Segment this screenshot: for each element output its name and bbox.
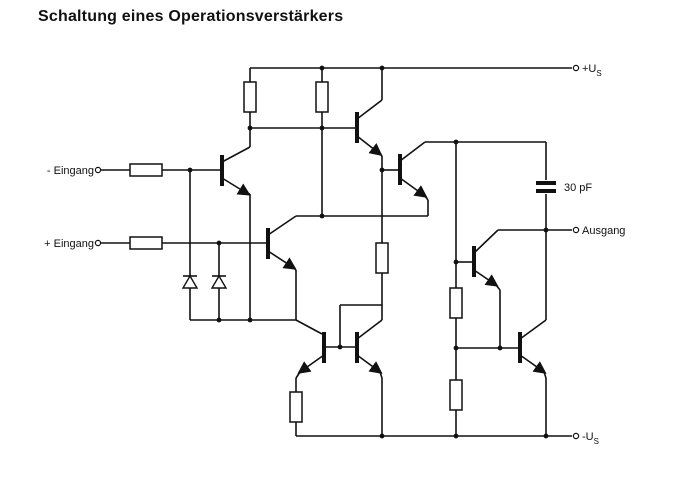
negative-supply-rail: -US: [296, 431, 599, 446]
plus-input-resistor: [129, 236, 163, 250]
positive-supply-terminal: [572, 64, 580, 72]
svg-text:+US: +US: [582, 63, 602, 78]
minus-input: - Eingang: [47, 163, 220, 177]
positive-supply-rail: +US: [250, 63, 602, 78]
minus-input-label: - Eingang: [47, 165, 94, 177]
output-resistor-2: [449, 379, 463, 411]
input-transistor-plus: [266, 215, 322, 320]
diode-icon: [210, 274, 228, 289]
output-terminal: [572, 226, 580, 234]
collector-resistor-2: [315, 81, 329, 113]
bias-resistor: [339, 242, 389, 347]
protection-diodes: [181, 170, 296, 323]
stage2-transistor: [355, 65, 398, 243]
input-transistor-minus: [220, 128, 251, 320]
output-label: Ausgang: [582, 225, 625, 237]
compensation-capacitor: [536, 181, 556, 193]
collector-resistor-1: [243, 81, 257, 113]
svg-text:-US: -US: [582, 431, 599, 446]
plus-input-label: + Eingang: [44, 238, 94, 250]
minus-input-resistor: [129, 163, 163, 177]
positive-supply-label: +U: [582, 63, 596, 75]
driver-transistor: [322, 141, 456, 217]
mirror-resistor: [289, 391, 303, 423]
capacitor-label: 30 pF: [564, 182, 592, 194]
output-stage: 30 pF Ausgang: [449, 139, 625, 439]
plus-input: + Eingang: [44, 236, 266, 250]
negative-supply-terminal: [572, 432, 580, 440]
bias-resistor-body: [375, 242, 389, 274]
negative-supply-label: -U: [582, 431, 594, 443]
plus-input-terminal: [94, 239, 102, 247]
positive-supply-subscript: S: [596, 69, 601, 78]
diode-icon: [181, 274, 199, 289]
output-resistor-1: [449, 287, 463, 319]
diagram-title: Schaltung eines Operationsverstärkers: [38, 8, 344, 25]
top-resistors: [243, 65, 355, 219]
current-mirror: [289, 305, 385, 439]
negative-supply-subscript: S: [594, 437, 599, 446]
minus-input-terminal: [94, 166, 102, 174]
